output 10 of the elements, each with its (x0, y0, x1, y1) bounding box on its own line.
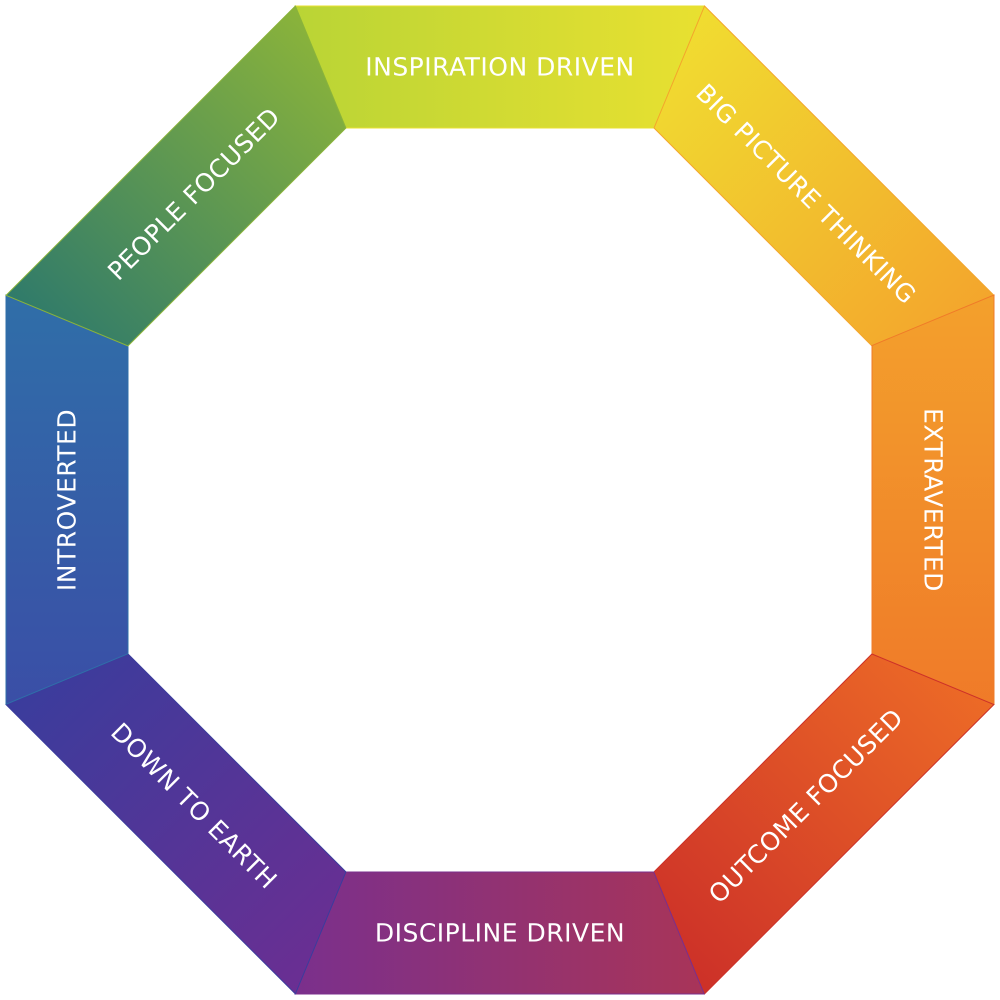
segment-label: EXTRAVERTED (918, 408, 948, 592)
ring-segment (6, 295, 128, 705)
ring-segment (6, 654, 346, 994)
ring-segment (654, 654, 994, 994)
ring-segment (295, 872, 705, 994)
segment-label: INSPIRATION DRIVEN (365, 52, 635, 82)
segment-label: DISCIPLINE DRIVEN (374, 918, 626, 948)
ring-segment (654, 6, 994, 346)
segment-label: INTROVERTED (52, 408, 82, 592)
ring-segment (6, 6, 346, 346)
